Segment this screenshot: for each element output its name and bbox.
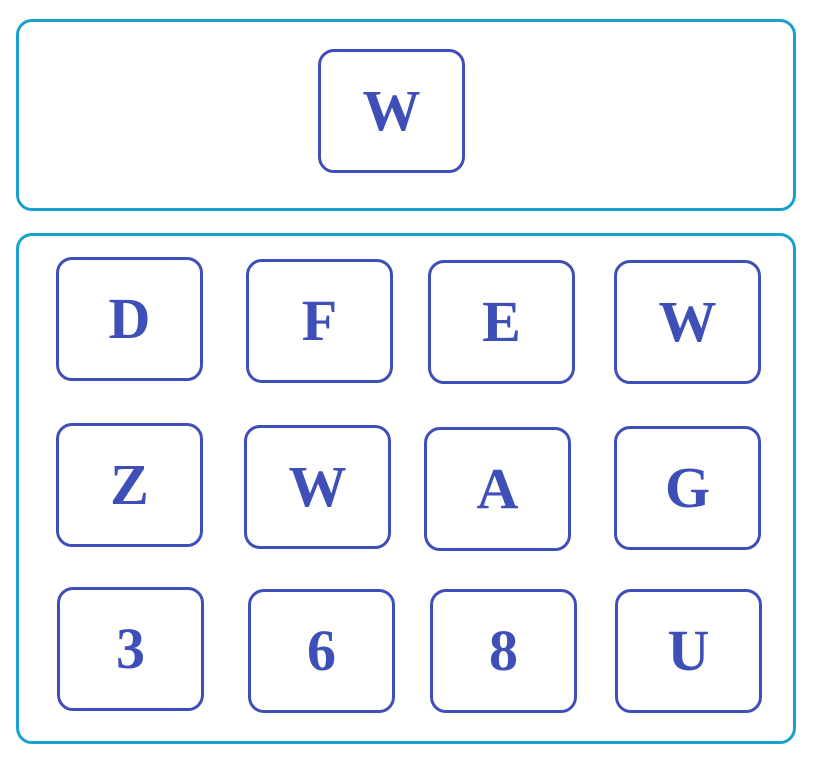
- choice-tile[interactable]: A: [424, 427, 571, 551]
- target-letter: W: [362, 78, 421, 143]
- choice-label: G: [664, 455, 711, 520]
- choice-tile[interactable]: D: [56, 257, 203, 381]
- target-panel: W: [16, 19, 796, 211]
- choice-label: F: [301, 288, 338, 353]
- choice-tile[interactable]: W: [244, 425, 391, 549]
- choice-tile[interactable]: 8: [430, 589, 577, 713]
- choice-label: E: [482, 289, 521, 354]
- choice-tile[interactable]: Z: [56, 423, 203, 547]
- choice-label: 3: [116, 616, 145, 681]
- choice-label: A: [476, 456, 519, 521]
- target-tile: W: [318, 49, 465, 173]
- choice-label: 8: [489, 618, 518, 683]
- choice-label: W: [658, 289, 717, 354]
- choice-label: U: [667, 618, 710, 683]
- choice-label: D: [108, 286, 151, 351]
- choice-grid-panel: D F E W Z W A G 3 6 8 U: [16, 233, 796, 744]
- choice-tile[interactable]: U: [615, 589, 762, 713]
- choice-tile[interactable]: G: [614, 426, 761, 550]
- choice-tile[interactable]: 6: [248, 589, 395, 713]
- choice-tile[interactable]: E: [428, 260, 575, 384]
- choice-label: Z: [110, 452, 149, 517]
- choice-tile[interactable]: 3: [57, 587, 204, 711]
- choice-tile[interactable]: F: [246, 259, 393, 383]
- choice-tile[interactable]: W: [614, 260, 761, 384]
- choice-label: W: [288, 454, 347, 519]
- choice-label: 6: [307, 618, 336, 683]
